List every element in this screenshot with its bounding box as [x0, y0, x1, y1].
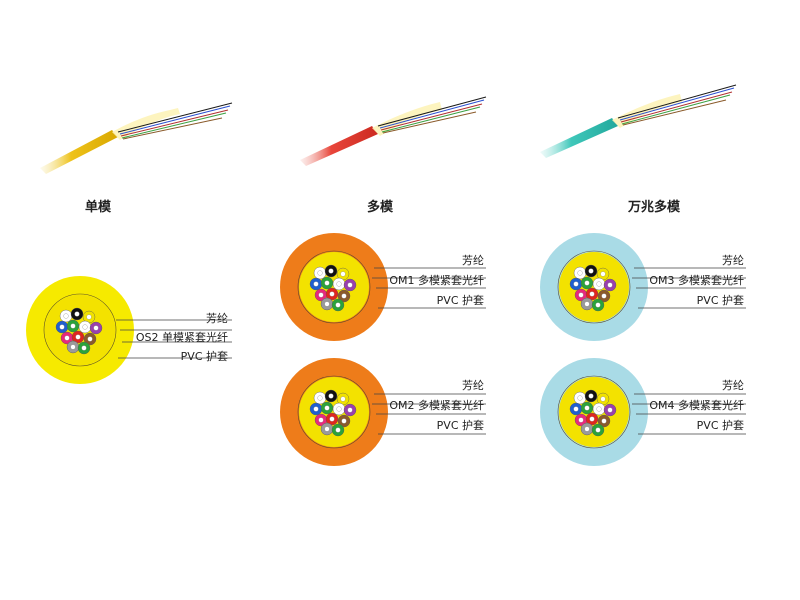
cross-section-os2: 芳纶 OS2 单模紧套光纤 PVC 护套: [26, 276, 232, 384]
fiber-core: [335, 302, 341, 308]
fiber-core: [329, 416, 335, 422]
fiber-core: [340, 396, 346, 402]
cable-image-ten-gig-multi-mode: [540, 84, 737, 158]
fiber-core: [584, 426, 590, 432]
cable-image-single-mode: [40, 102, 233, 174]
fiber-core: [74, 311, 80, 317]
label-aramid: 芳纶: [722, 378, 744, 392]
fiber-core: [340, 271, 346, 277]
label-jacket: PVC 护套: [437, 293, 484, 307]
fiber-core: [324, 426, 330, 432]
fiber-core: [81, 345, 87, 351]
fiber-core: [600, 396, 606, 402]
heading-single-mode: 单模: [85, 199, 112, 215]
fiber-core: [70, 344, 76, 350]
cross-section-om3: 芳纶 OM3 多模紧套光纤 PVC 护套: [540, 233, 746, 341]
fiber-core: [86, 314, 92, 320]
fiber-core: [63, 313, 69, 319]
fiber-core: [329, 291, 335, 297]
fiber-core: [588, 393, 594, 399]
fiber-core: [588, 268, 594, 274]
heading-multi-mode: 多模: [367, 199, 394, 215]
label-jacket: PVC 护套: [697, 293, 744, 307]
label-fiber: OM4 多模紧套光纤: [649, 398, 744, 412]
jacket-inner-edge: [43, 293, 117, 367]
jacket-inner-edge: [297, 250, 371, 324]
fiber-core: [317, 270, 323, 276]
label-fiber: OM2 多模紧套光纤: [389, 398, 484, 412]
jacket-inner-edge: [297, 375, 371, 449]
cross-section-om1: 芳纶 OM1 多模紧套光纤 PVC 护套: [280, 233, 486, 341]
fiber-core: [578, 417, 584, 423]
fiber-core: [324, 301, 330, 307]
label-aramid: 芳纶: [206, 311, 228, 325]
label-jacket: PVC 护套: [697, 418, 744, 432]
label-jacket: PVC 护套: [181, 349, 228, 363]
fiber-core: [324, 280, 330, 286]
fiber-core: [601, 293, 607, 299]
fiber-core: [318, 417, 324, 423]
fiber-core: [336, 406, 342, 412]
fiber-core: [607, 282, 613, 288]
fiber-core: [328, 268, 334, 274]
fiber-core: [82, 324, 88, 330]
fiber-core: [577, 395, 583, 401]
cable-image-multi-mode: [300, 96, 487, 166]
label-fiber: OM3 多模紧套光纤: [649, 273, 744, 287]
fiber-core: [578, 292, 584, 298]
label-fiber: OM1 多模紧套光纤: [389, 273, 484, 287]
fiber-core: [596, 406, 602, 412]
fiber-core: [584, 280, 590, 286]
cross-section-om4: 芳纶 OM4 多模紧套光纤 PVC 护套: [540, 358, 746, 466]
fiber-core: [573, 406, 579, 412]
fiber-core: [318, 292, 324, 298]
fiber-core: [324, 405, 330, 411]
fiber-core: [341, 293, 347, 299]
fiber-core: [93, 325, 99, 331]
fiber-core: [328, 393, 334, 399]
fiber-core: [347, 407, 353, 413]
label-jacket: PVC 护套: [437, 418, 484, 432]
fiber-core: [341, 418, 347, 424]
fiber-core: [595, 427, 601, 433]
fiber-core: [336, 281, 342, 287]
heading-ten-gig-multi-mode: 万兆多模: [627, 199, 681, 215]
fiber-core: [87, 336, 93, 342]
fiber-core: [601, 418, 607, 424]
fiber-core: [70, 323, 76, 329]
label-aramid: 芳纶: [722, 253, 744, 267]
fiber-core: [317, 395, 323, 401]
fiber-core: [347, 282, 353, 288]
fiber-core: [600, 271, 606, 277]
fiber-core: [607, 407, 613, 413]
fiber-core: [64, 335, 70, 341]
fiber-core: [313, 281, 319, 287]
fiber-core: [335, 427, 341, 433]
fiber-core: [584, 301, 590, 307]
fiber-core: [59, 324, 65, 330]
jacket-inner-edge: [557, 250, 631, 324]
fiber-core: [584, 405, 590, 411]
fiber-core: [573, 281, 579, 287]
fiber-core: [577, 270, 583, 276]
fiber-core: [313, 406, 319, 412]
label-fiber: OS2 单模紧套光纤: [136, 330, 228, 344]
fiber-core: [589, 416, 595, 422]
jacket-inner-edge: [557, 375, 631, 449]
fiber-core: [75, 334, 81, 340]
fiber-core: [595, 302, 601, 308]
label-aramid: 芳纶: [462, 378, 484, 392]
fiber-core: [589, 291, 595, 297]
cross-section-om2: 芳纶 OM2 多模紧套光纤 PVC 护套: [280, 358, 486, 466]
label-aramid: 芳纶: [462, 253, 484, 267]
fiber-core: [596, 281, 602, 287]
